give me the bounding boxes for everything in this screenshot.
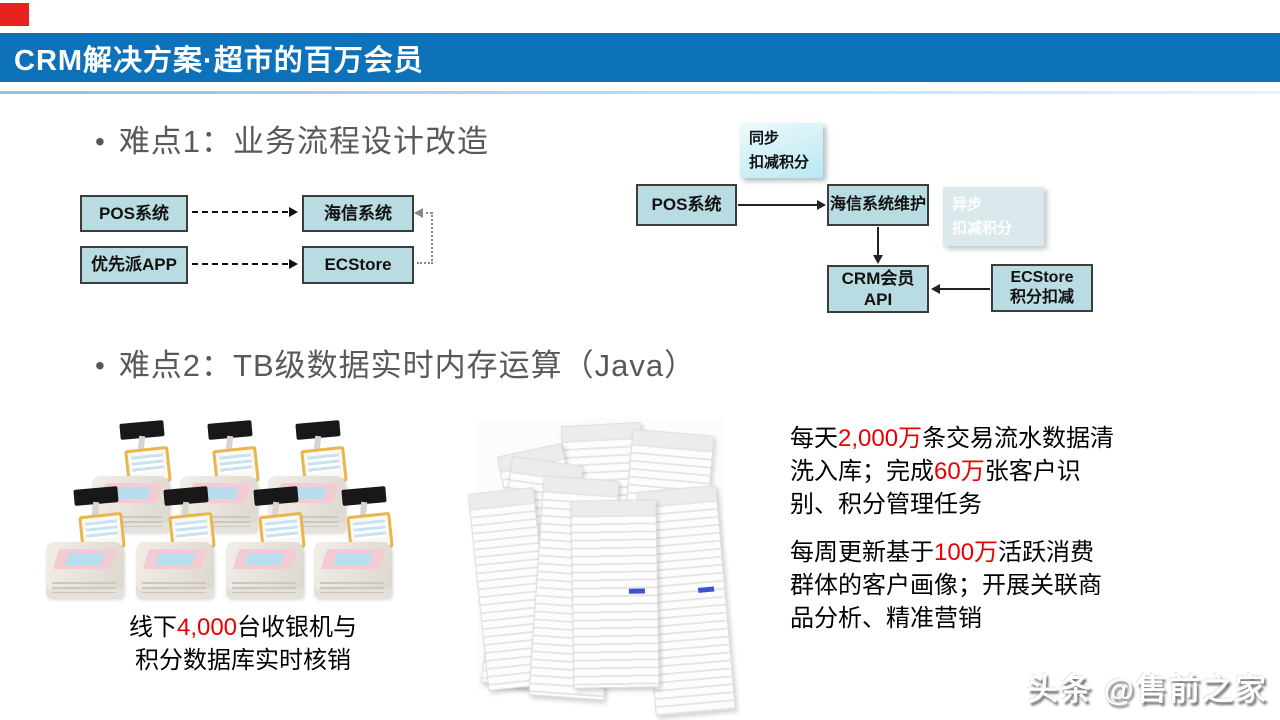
async-points-callout: 异步 扣减积分: [943, 187, 1044, 246]
stats-paragraph-2: 每周更新基于100万活跃消费群体的客户画像；开展关联商品分析、精准营销: [790, 536, 1115, 635]
watermark: 头条 @售前之家: [1027, 672, 1268, 707]
p1-seg2: 条交易流水数据清洗入库；完成: [790, 425, 1115, 485]
pos-screen-rows: [352, 519, 387, 541]
p1-seg1: 每天: [790, 425, 838, 452]
pos-touchpad: [245, 553, 285, 565]
caption-seg2: 台收银机与: [237, 614, 358, 641]
async-callout-line2: 扣减积分: [952, 219, 1013, 237]
pos-machine: [226, 486, 306, 598]
feedback-arrowhead-icon: [414, 208, 423, 218]
flow-after-ecstore-box: ECStore 积分扣减: [991, 264, 1093, 312]
pos-printer-slots: [274, 516, 338, 527]
async-callout-line1: 异步: [952, 196, 983, 214]
flow-before-ecstore-label: ECStore: [324, 255, 392, 275]
dashed-arrowhead-icon: [289, 207, 298, 217]
flow-before-ecstore-box: ECStore: [302, 246, 414, 284]
pos-screen-rows: [264, 519, 299, 541]
pos-touchpad: [65, 553, 105, 565]
flow-after-crm-api-box: CRM会员API: [827, 265, 929, 313]
solid-arrowhead-left-icon: [931, 284, 940, 294]
p1-red1: 2,000万: [838, 425, 923, 452]
point2-bullet: •: [95, 350, 105, 381]
flow-before-hisense-label: 海信系统: [324, 203, 392, 223]
flow-before-hisense-box: 海信系统: [302, 195, 414, 232]
solid-arrow-line: [738, 204, 818, 206]
flow-before-app-label: 优先派APP: [91, 255, 177, 275]
red-accent-chip: [0, 3, 29, 26]
solid-arrow-line: [940, 288, 990, 290]
p2-seg1: 每周更新基于: [790, 539, 934, 566]
pos-printer-slots: [52, 582, 116, 593]
flow-before-pos-label: POS系统: [99, 203, 169, 223]
p2-red1: 100万: [934, 539, 999, 566]
sync-points-callout: 同步 扣减积分: [740, 123, 823, 178]
pos-printer-slots: [98, 516, 162, 527]
pos-printer-slots: [186, 516, 250, 527]
pos-touchpad: [155, 553, 195, 565]
p2-seg2: 活跃消费群体的客户画像；开展关联商品分析、精准营销: [790, 539, 1102, 632]
point1-bullet: •: [95, 126, 105, 157]
point1-title: 难点1：业务流程设计改造: [118, 124, 490, 159]
point1-heading: • 难点1：业务流程设计改造: [95, 122, 489, 162]
header-separator-line: [0, 91, 1280, 94]
stats-block: 每天2,000万条交易流水数据清洗入库；完成60万张客户识别、积分管理任务 每周…: [790, 422, 1115, 635]
pos-body: [46, 542, 124, 598]
slide-title: CRM解决方案·超市的百万会员: [14, 44, 424, 77]
pos-printer-slots: [232, 582, 296, 593]
flow-before-app-box: 优先派APP: [80, 246, 188, 284]
flow-after-ecstore-label-line2: 积分扣减: [1009, 289, 1074, 306]
pos-body: [314, 542, 392, 598]
pos-machine: [46, 486, 126, 598]
pos-caption-line1: 线下4,000台收银机与: [78, 611, 408, 644]
caption-seg1: 线下: [128, 614, 177, 641]
flow-after-crm-api-label: CRM会员API: [841, 268, 915, 309]
pos-body: [136, 542, 214, 598]
solid-arrowhead-down-icon: [873, 255, 883, 264]
pos-screen-rows: [84, 519, 119, 541]
pos-screen-rows: [174, 519, 209, 541]
solid-arrow-line: [877, 227, 879, 256]
p1-seg3: 张客户识别、积分管理任务: [790, 458, 1081, 518]
flow-after-pos-box: POS系统: [636, 184, 737, 226]
dashed-arrow-line: [192, 211, 288, 213]
receipt-highlight: [628, 588, 645, 594]
flow-after-hisense-maint-label: 海信系统维护: [829, 196, 926, 213]
pos-machine: [136, 486, 216, 598]
point2-title: 难点2：TB级数据实时内存运算（Java）: [118, 348, 697, 383]
solid-arrowhead-icon: [817, 200, 826, 210]
pos-touchpad: [333, 553, 373, 565]
title-bar: CRM解决方案·超市的百万会员: [0, 33, 1280, 82]
pos-screen-rows: [130, 453, 165, 475]
point2-heading: • 难点2：TB级数据实时内存运算（Java）: [95, 346, 696, 386]
flow-after-hisense-maint-box: 海信系统维护: [827, 184, 929, 226]
sync-callout-line1: 同步: [749, 130, 780, 148]
receipts-photo: [467, 418, 736, 717]
flow-after-ecstore-label-line1: ECStore: [1010, 269, 1074, 286]
dashed-arrow-line: [192, 263, 288, 265]
pos-caption: 线下4,000台收银机与 积分数据库实时核销: [78, 611, 408, 677]
pos-machine: [314, 486, 394, 598]
stats-paragraph-1: 每天2,000万条交易流水数据清洗入库；完成60万张客户识别、积分管理任务: [790, 422, 1115, 521]
flow-after-pos-label: POS系统: [651, 195, 722, 215]
flow-before-pos-box: POS系统: [80, 195, 188, 232]
pos-screen-rows: [218, 453, 253, 475]
sync-callout-line2: 扣减积分: [749, 153, 810, 171]
feedback-dotted-line: [431, 212, 433, 264]
receipt: [570, 499, 660, 689]
pos-printer-slots: [320, 582, 384, 593]
receipt-highlight: [697, 586, 715, 593]
feedback-dotted-line: [421, 212, 432, 214]
p1-red2: 60万: [934, 458, 985, 485]
pos-screen-rows: [306, 453, 341, 475]
caption-red-number: 4,000: [176, 614, 238, 641]
pos-body: [226, 542, 304, 598]
pos-printer-slots: [142, 582, 206, 593]
pos-caption-line2: 积分数据库实时核销: [135, 647, 351, 674]
feedback-dotted-line: [417, 262, 433, 264]
dashed-arrowhead-icon: [289, 259, 298, 269]
